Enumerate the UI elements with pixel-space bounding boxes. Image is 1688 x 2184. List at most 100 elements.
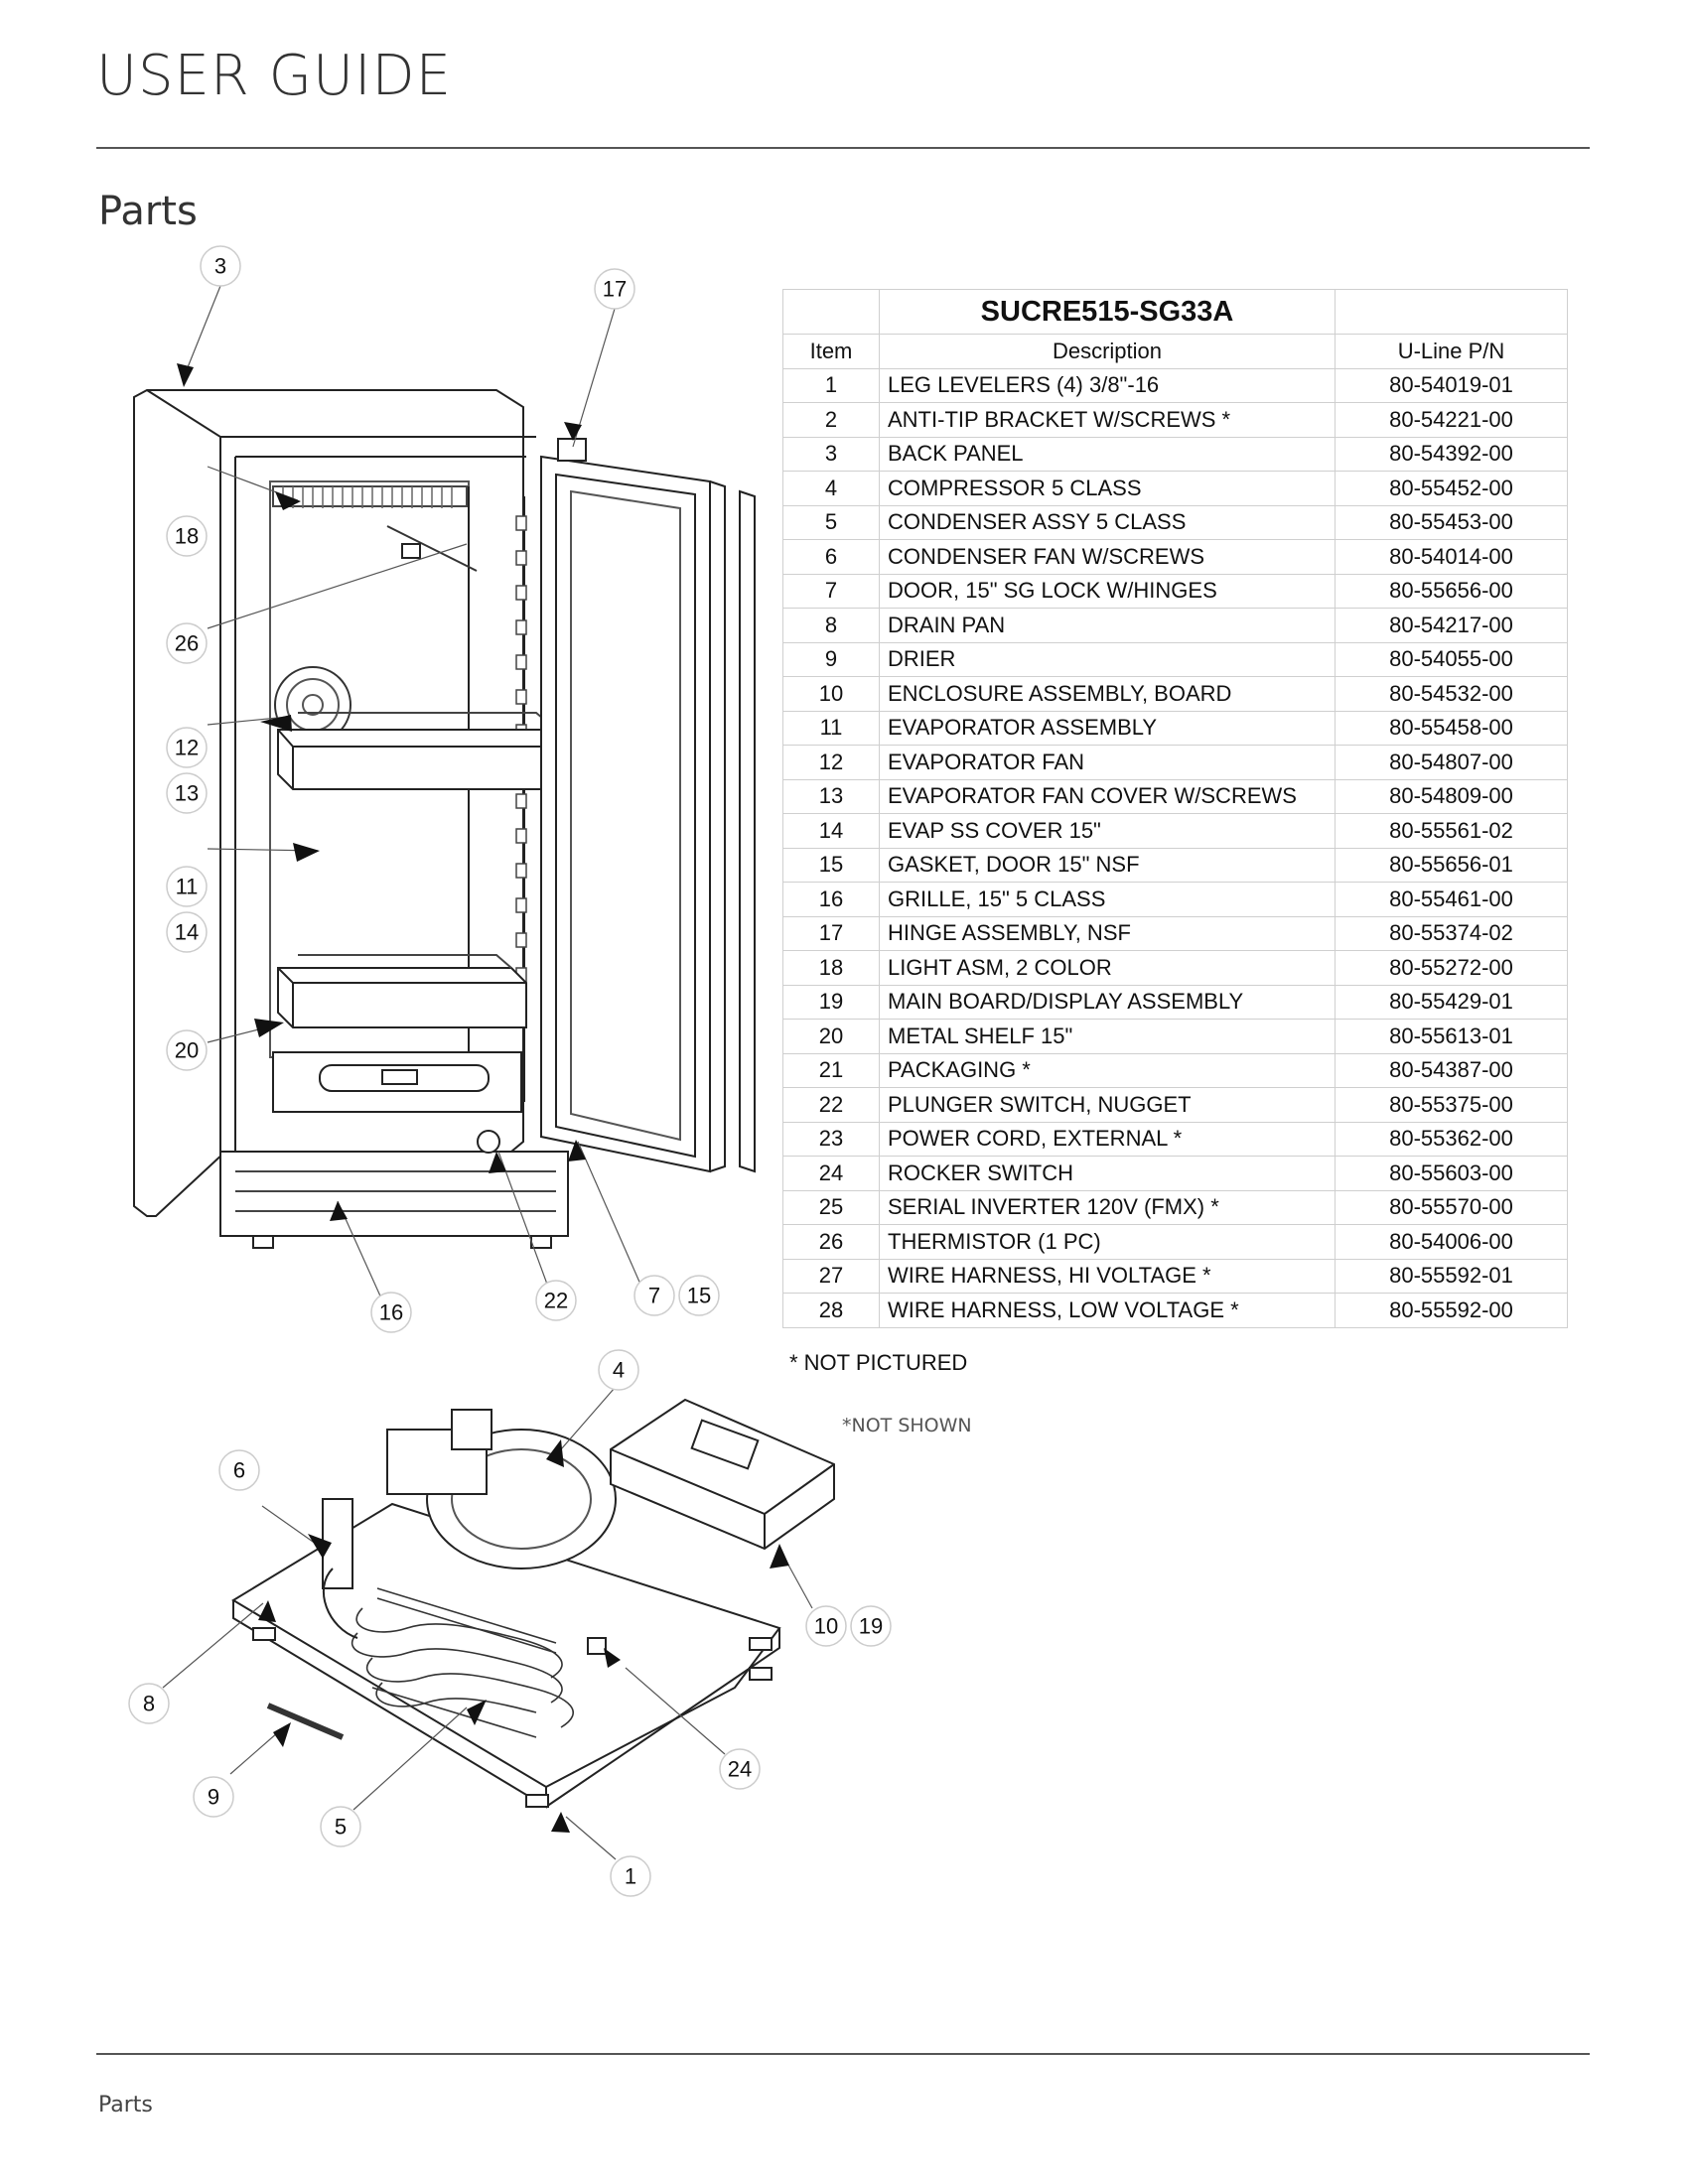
item-description: CONDENSER FAN W/SCREWS [879,539,1336,575]
item-part-number: 80-55458-00 [1335,710,1568,746]
callout-3: 3 [200,245,241,287]
callout-13: 13 [166,772,208,814]
item-number: 19 [782,984,880,1020]
item-number: 6 [782,539,880,575]
item-description: LEG LEVELERS (4) 3/8"-16 [879,367,1336,403]
svg-text:16: 16 [379,1300,403,1325]
item-part-number: 80-55272-00 [1335,950,1568,986]
item-part-number: 80-54532-00 [1335,676,1568,712]
item-description: THERMISTOR (1 PC) [879,1224,1336,1260]
item-description: ENCLOSURE ASSEMBLY, BOARD [879,676,1336,712]
item-number: 1 [782,367,880,403]
callout-11: 11 [166,866,208,907]
item-part-number: 80-55561-02 [1335,813,1568,849]
callout-26: 26 [166,622,208,664]
column-header-description: Description [879,334,1336,369]
svg-text:17: 17 [603,277,627,302]
svg-text:1: 1 [625,1864,636,1889]
item-description: SERIAL INVERTER 120V (FMX) * [879,1189,1336,1225]
svg-text:7: 7 [648,1284,660,1308]
parts-table: SUCRE515-SG33A Item Description U-Line P… [782,289,1568,1328]
svg-text:22: 22 [544,1289,568,1313]
item-description: DOOR, 15" SG LOCK W/HINGES [879,573,1336,609]
item-number: 26 [782,1224,880,1260]
svg-text:9: 9 [208,1785,219,1810]
table-header-row: Item Description U-Line P/N [782,334,1568,369]
item-description: EVAPORATOR ASSEMBLY [879,710,1336,746]
callout-12: 12 [166,727,208,768]
callout-15: 15 [678,1275,720,1316]
item-part-number: 80-55656-00 [1335,573,1568,609]
item-number: 8 [782,608,880,643]
svg-text:18: 18 [175,524,199,549]
svg-text:24: 24 [728,1757,752,1782]
callout-14: 14 [166,911,208,953]
svg-text:3: 3 [214,254,226,279]
svg-text:6: 6 [233,1458,245,1483]
header-divider [96,147,1590,149]
item-part-number: 80-55362-00 [1335,1121,1568,1157]
item-description: BACK PANEL [879,436,1336,472]
callout-24: 24 [719,1748,761,1790]
not-pictured-note: * NOT PICTURED [789,1350,968,1375]
item-part-number: 80-54387-00 [1335,1052,1568,1088]
item-number: 27 [782,1258,880,1294]
item-description: PLUNGER SWITCH, NUGGET [879,1087,1336,1123]
item-part-number: 80-55592-01 [1335,1258,1568,1294]
item-description: LIGHT ASM, 2 COLOR [879,950,1336,986]
item-part-number: 80-55603-00 [1335,1156,1568,1191]
item-number: 14 [782,813,880,849]
item-number: 21 [782,1052,880,1088]
svg-text:15: 15 [687,1284,711,1308]
not-shown-note: *NOT SHOWN [842,1415,972,1436]
callout-1: 1 [610,1855,651,1897]
item-part-number: 80-55453-00 [1335,504,1568,540]
item-number: 2 [782,402,880,438]
item-number: 28 [782,1293,880,1328]
item-description: EVAPORATOR FAN [879,745,1336,780]
svg-text:11: 11 [176,875,199,899]
item-description: ROCKER SWITCH [879,1156,1336,1191]
item-part-number: 80-54014-00 [1335,539,1568,575]
callout-16: 16 [370,1292,412,1333]
item-number: 13 [782,778,880,814]
item-description: EVAPORATOR FAN COVER W/SCREWS [879,778,1336,814]
svg-text:14: 14 [175,920,199,945]
mechanical-illustration [231,1398,835,1809]
callout-17: 17 [594,268,635,310]
item-part-number: 80-54019-01 [1335,367,1568,403]
page-header-title: USER GUIDE [96,44,453,108]
item-part-number: 80-55374-02 [1335,915,1568,951]
item-part-number: 80-54055-00 [1335,641,1568,677]
item-part-number: 80-55375-00 [1335,1087,1568,1123]
callout-22: 22 [535,1280,577,1321]
item-number: 5 [782,504,880,540]
svg-text:4: 4 [613,1358,625,1383]
cabinet-illustration [133,389,756,1249]
item-part-number: 80-55570-00 [1335,1189,1568,1225]
item-description: CONDENSER ASSY 5 CLASS [879,504,1336,540]
svg-text:20: 20 [175,1038,199,1063]
item-description: DRIER [879,641,1336,677]
callout-9: 9 [193,1776,234,1818]
footer-label: Parts [98,2093,153,2117]
callout-4: 4 [598,1349,639,1391]
item-description: EVAP SS COVER 15" [879,813,1336,849]
item-number: 17 [782,915,880,951]
item-description: DRAIN PAN [879,608,1336,643]
